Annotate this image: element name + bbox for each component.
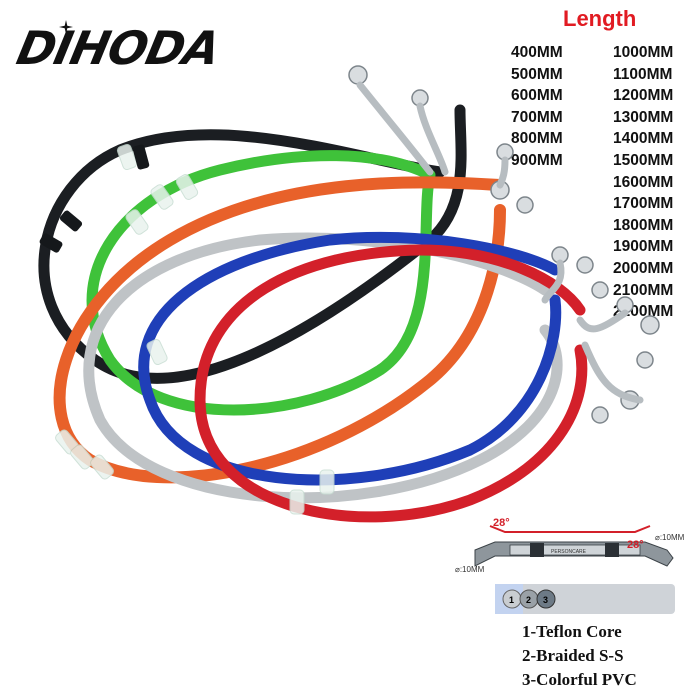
legend-item: 2-Braided S-S (522, 646, 624, 665)
length-option: 1500MM (613, 151, 674, 169)
length-option: 900MM (511, 151, 563, 169)
diameter-right-label: ⌀:10MM (655, 533, 685, 542)
length-option: 800MM (511, 130, 563, 148)
length-option: 1900MM (613, 238, 674, 256)
diameter-left-label: ⌀:10MM (455, 565, 485, 574)
length-option: 1000MM (613, 44, 674, 61)
layer-3-label: 3 (543, 595, 548, 605)
length-option: 1200MM (613, 87, 674, 105)
layer-2-label: 2 (526, 595, 531, 605)
length-option: 1700MM (613, 195, 674, 213)
brand-logo: DIHODA (12, 18, 258, 78)
length-option: 700MM (511, 108, 563, 126)
length-option: 1600MM (613, 173, 674, 191)
length-option: 400MM (511, 44, 563, 61)
length-option: 1300MM (613, 108, 674, 126)
fitting-label: PERSONCARE (551, 549, 587, 555)
length-list-col2: 1000MM 1100MM 1200MM 1300MM 1400MM 1500MM 1600… (613, 42, 673, 323)
hose-green (86, 150, 436, 416)
length-option: 600MM (511, 87, 563, 105)
layer-1-label: 1 (509, 595, 514, 605)
length-title: Length (563, 6, 637, 31)
length-option: 500MM (511, 65, 563, 83)
length-option: 1400MM (613, 130, 674, 148)
length-option: 1800MM (613, 216, 674, 234)
length-option: 2100MM (613, 281, 674, 299)
length-list-col1: 400MM 500MM 600MM 700MM 800MM 900MM (511, 42, 563, 172)
hose-red (194, 244, 588, 523)
hose-blue (138, 231, 562, 486)
angle-left-label: 28° (493, 517, 510, 529)
legend-item: 1-Teflon Core (522, 622, 622, 641)
length-option: 2000MM (613, 259, 674, 277)
logo-sparkle-icon (59, 20, 73, 34)
angle-right-label: 28° (627, 539, 644, 551)
layer-legend: 1-Teflon Core 2-Braided S-S 3-Colorful PVC (522, 620, 637, 692)
length-option: 1100MM (613, 65, 673, 83)
legend-item: 3-Colorful PVC (522, 670, 637, 689)
hose-spec-diagram: 28° 28° PERSONCARE ⌀:10MM ⌀:10MM 1 2 3 (455, 517, 685, 614)
